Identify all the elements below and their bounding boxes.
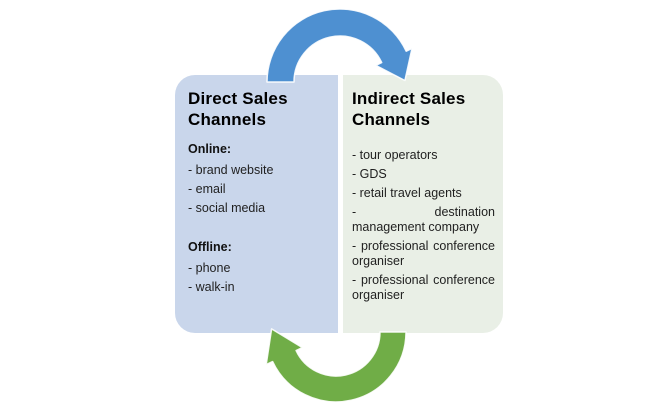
list-item: - phone bbox=[188, 261, 231, 275]
list-item: - professional conference organiser bbox=[352, 273, 495, 302]
offline-heading: Offline: bbox=[188, 240, 232, 254]
list-item: - email bbox=[188, 182, 226, 196]
online-section: Online: - brand website - email - social… bbox=[188, 142, 326, 216]
online-heading: Online: bbox=[188, 142, 232, 156]
list-item: - walk-in bbox=[188, 280, 235, 294]
curved-arrow-top-icon bbox=[266, 8, 413, 83]
list-item: - social media bbox=[188, 201, 266, 215]
direct-sales-title: Direct Sales Channels bbox=[188, 89, 288, 129]
list-item: - tour operators bbox=[352, 148, 438, 162]
list-item: - brand website bbox=[188, 163, 274, 177]
indirect-sales-list: - tour operators - GDS - retail travel a… bbox=[352, 148, 495, 303]
direct-sales-box: Direct Sales Channels Online: - brand we… bbox=[175, 75, 338, 333]
list-item: - GDS bbox=[352, 167, 387, 181]
list-item: - destination management company bbox=[352, 205, 495, 234]
list-item: - retail travel agents bbox=[352, 186, 462, 200]
list-item: - professional conference organiser bbox=[352, 239, 495, 268]
indirect-sales-title: Indirect Sales Channels bbox=[352, 89, 466, 129]
indirect-sales-box: Indirect Sales Channels - tour operators… bbox=[343, 75, 503, 333]
offline-section: Offline: - phone - walk-in bbox=[188, 240, 326, 295]
curved-arrow-bottom-icon bbox=[265, 328, 407, 403]
